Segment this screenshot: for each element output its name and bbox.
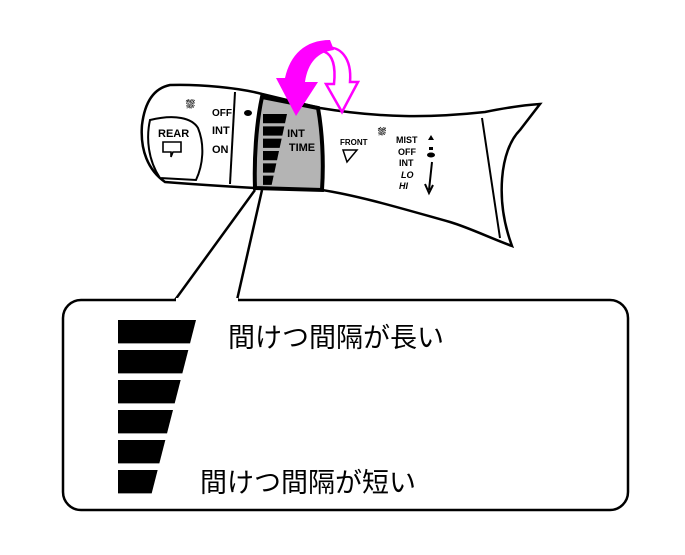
rear-pos-off: OFF <box>212 108 232 119</box>
end-line <box>481 117 501 239</box>
long-interval-label: 間けつ間隔が長い <box>228 323 444 354</box>
knob-step-bars <box>263 114 287 185</box>
rotation-arrow-outline-icon <box>323 46 361 115</box>
rear-pos-int: INT <box>212 125 230 137</box>
rear-washer-icon: ⛆ <box>185 98 195 111</box>
knob-marker <box>244 110 252 116</box>
rear-label: REAR <box>158 128 189 140</box>
rear-pos-on: ON <box>212 144 229 156</box>
rotation-arrow-icon <box>276 40 334 116</box>
front-pos-off: OFF <box>398 147 416 157</box>
front-pos-lo: LO <box>401 170 414 180</box>
callout-box <box>61 298 630 512</box>
mist-arrow-icon <box>428 135 434 150</box>
short-interval-label: 間けつ間隔が短い <box>200 468 416 499</box>
front-label: FRONT <box>340 138 368 147</box>
step-bar <box>118 410 173 434</box>
knob-label-time: TIME <box>289 142 315 154</box>
step-bar <box>263 163 277 173</box>
callout-pointer-left <box>173 189 257 301</box>
front-washer-icon: ⛆ <box>377 126 387 138</box>
step-bar <box>263 151 279 161</box>
step-bar <box>118 440 166 464</box>
step-bar <box>263 175 274 185</box>
callout-pointer-right <box>235 189 264 301</box>
rear-knob <box>147 116 204 182</box>
down-arrow-icon <box>424 161 434 196</box>
front-pos-mist: MIST <box>396 135 418 145</box>
step-bar <box>263 114 287 124</box>
step-bar <box>263 138 282 148</box>
front-wiper-icon <box>341 149 359 164</box>
step-bar <box>263 126 285 136</box>
front-pos-hi: HI <box>399 181 408 191</box>
rear-wiper-icon <box>162 141 182 158</box>
step-bar <box>118 470 158 494</box>
interval-step-bars <box>118 320 196 494</box>
step-bar <box>118 380 181 404</box>
front-pos-int: INT <box>399 158 414 168</box>
step-bar <box>118 350 189 374</box>
step-bar <box>118 320 196 344</box>
knob-label-int: INT <box>287 128 305 140</box>
collar-line <box>229 91 236 185</box>
